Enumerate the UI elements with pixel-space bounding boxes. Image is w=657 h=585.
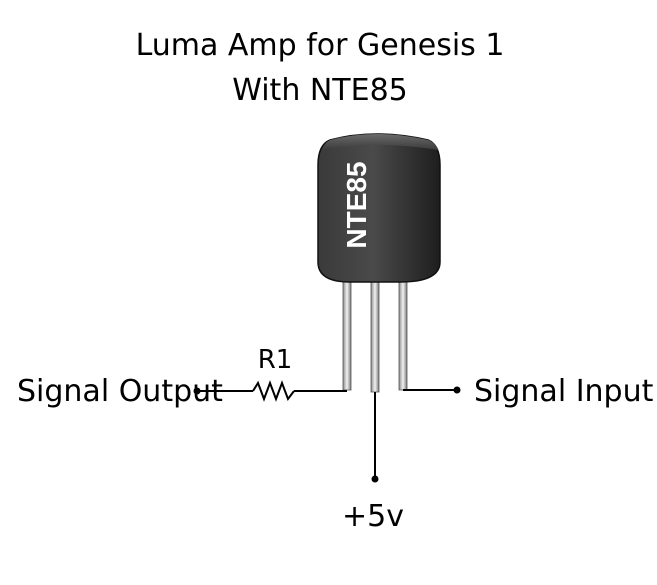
transistor-legs xyxy=(342,269,408,393)
transistor-leg-right xyxy=(398,269,408,391)
transistor-leg-left xyxy=(342,269,352,391)
resistor-label: R1 xyxy=(258,345,293,375)
signal-output-label: Signal Output xyxy=(17,374,223,409)
signal-input-label: Signal Input xyxy=(474,374,654,409)
title-line-2: With NTE85 xyxy=(232,73,408,108)
transistor-label: NTE85 xyxy=(341,161,372,248)
title-line-1: Luma Amp for Genesis 1 xyxy=(136,28,505,63)
supply-label: +5v xyxy=(342,499,404,534)
signal-output-terminal xyxy=(193,387,201,395)
resistor-r1-symbol xyxy=(252,380,295,402)
signal-input-terminal xyxy=(453,386,461,394)
transistor-body: NTE85 xyxy=(317,133,441,283)
circuit-wires xyxy=(197,380,456,478)
supply-terminal xyxy=(371,475,379,483)
transistor-leg-middle xyxy=(370,269,380,393)
